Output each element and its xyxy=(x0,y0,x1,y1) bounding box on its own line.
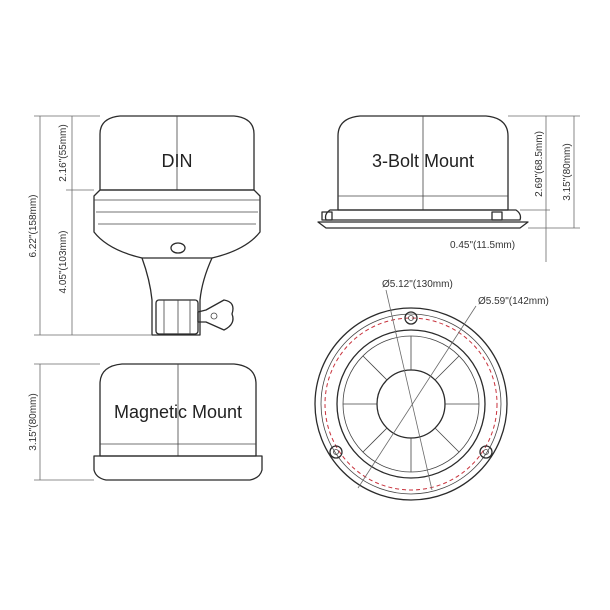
magnetic-label: Magnetic Mount xyxy=(114,402,242,422)
bolt-label: 3-Bolt Mount xyxy=(372,151,474,171)
magnetic-base-outline xyxy=(93,455,263,481)
din-wingnut-hole xyxy=(210,312,218,320)
dia-inner-leader xyxy=(385,289,433,491)
bolt-flange-dimension: 0.45"(11.5mm) xyxy=(450,240,515,251)
magnetic-total-dimension: 3.15"(80mm) xyxy=(28,393,39,450)
bolt-circle-red xyxy=(324,317,498,491)
top-view-outer-circle xyxy=(314,307,508,501)
din-label: DIN xyxy=(162,151,193,171)
bolt-total-dimension: 3.15"(80mm) xyxy=(562,143,573,200)
bolt-hole-icon xyxy=(479,445,493,459)
bolt-dome-outline xyxy=(337,115,509,211)
din-wingnut-icon xyxy=(197,299,234,331)
bolt-foot-right xyxy=(491,211,503,221)
top-view-segment-line xyxy=(434,355,460,381)
bolt-hole-icon xyxy=(404,311,418,325)
bolt-hole-icon xyxy=(329,445,343,459)
din-dome-outline xyxy=(99,115,255,191)
bolt-flange-outline xyxy=(324,209,522,221)
bolt-foot-left xyxy=(321,211,333,221)
top-view-center-circle xyxy=(376,369,446,439)
dia-outer-dimension: Ø5.59"(142mm) xyxy=(478,296,549,307)
magnetic-dome-outline xyxy=(99,363,257,457)
din-total-dimension: 6.22"(158mm) xyxy=(28,194,39,257)
dia-outer-leader xyxy=(357,305,477,489)
top-view: Ø5.12"(130mm) Ø5.59"(142mm) xyxy=(314,279,549,501)
top-view-lens-circle xyxy=(336,329,486,479)
top-view-segment-line xyxy=(362,427,388,453)
din-button-icon xyxy=(170,242,186,254)
bolt-mount-view: 3-Bolt Mount 2.69"(68.5mm) 3.15"(80mm) 0… xyxy=(317,115,580,262)
top-view-segment-line xyxy=(434,427,460,453)
bolt-hole-inner xyxy=(483,449,489,455)
bolt-hole-inner xyxy=(408,315,414,321)
din-stem-outline xyxy=(141,257,213,336)
bolt-body-dimension: 2.69"(68.5mm) xyxy=(534,131,545,197)
top-view-segment-line xyxy=(362,355,388,381)
bolt-flange-lower xyxy=(317,221,529,229)
bolt-hole-inner xyxy=(333,449,339,455)
din-mount-view: DIN 6.22"(158mm) 2.16"(55mm) 4.05"(103mm… xyxy=(28,115,261,336)
magnetic-mount-view: Magnetic Mount 3.15"(80mm) xyxy=(28,363,263,481)
top-view-rim-circle xyxy=(320,313,502,495)
din-clamp-body xyxy=(155,299,199,335)
din-top-dimension: 2.16"(55mm) xyxy=(58,124,69,181)
dia-inner-dimension: Ø5.12"(130mm) xyxy=(382,279,453,290)
din-bottom-dimension: 4.05"(103mm) xyxy=(58,230,69,293)
